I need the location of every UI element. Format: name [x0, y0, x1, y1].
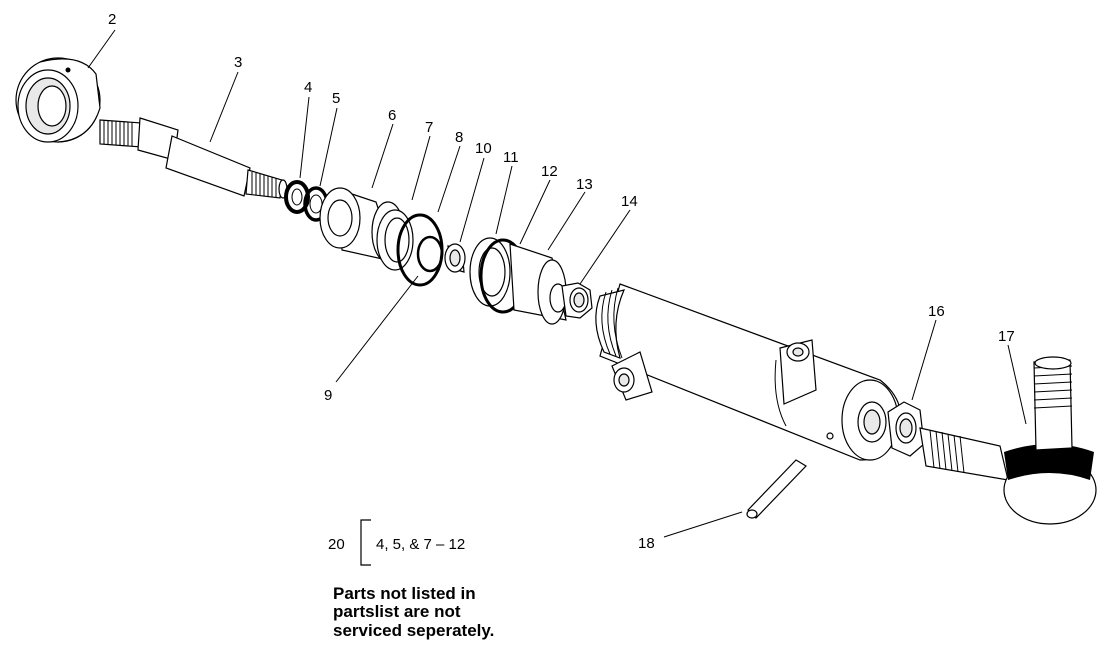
callout-7: 7	[425, 119, 433, 136]
note-line-3: serviced seperately.	[333, 621, 494, 640]
part-17-rod-end	[919, 356, 1097, 525]
callout-4: 4	[304, 79, 312, 96]
callout-6: 6	[388, 107, 396, 124]
part-2-end-cap	[15, 57, 101, 143]
kit-number: 20	[328, 536, 345, 553]
note-line-2: partslist are not	[333, 602, 461, 621]
part-16-jam-nut	[887, 401, 925, 457]
callout-13: 13	[576, 176, 593, 193]
callout-8: 8	[455, 129, 463, 146]
cylinder-barrel	[595, 283, 902, 461]
callout-3: 3	[234, 54, 242, 71]
part-3-piston-rod	[99, 117, 288, 199]
callout-9: 9	[324, 387, 332, 404]
part-13-piston-body	[509, 243, 567, 325]
leader-lines	[87, 29, 1027, 538]
callout-17: 17	[998, 328, 1015, 345]
kit-bracket	[360, 519, 371, 566]
callout-numbers: 2 3 4 5 6 7 8 9 10 11 12 13 14 16 17 18	[108, 11, 1015, 552]
part-18-roll-pin	[746, 459, 807, 519]
note-line-1: Parts not listed in	[333, 584, 476, 603]
callout-5: 5	[332, 90, 340, 107]
part-14-nut	[561, 282, 593, 319]
callout-14: 14	[621, 193, 638, 210]
callout-11: 11	[503, 149, 519, 166]
part-4-seal	[284, 180, 310, 214]
callout-18: 18	[638, 535, 655, 552]
callout-10: 10	[475, 140, 492, 157]
kit-contents: 4, 5, & 7 – 12	[376, 536, 465, 553]
callout-16: 16	[928, 303, 945, 320]
callout-12: 12	[541, 163, 558, 180]
part-10-bushing	[444, 243, 466, 273]
part-9-o-ring	[416, 235, 444, 273]
part-11-piston	[469, 237, 511, 307]
callout-2: 2	[108, 11, 116, 28]
kit-legend: 20 4, 5, & 7 – 12	[328, 519, 465, 566]
service-note: Parts not listed in partslist are not se…	[333, 584, 494, 640]
